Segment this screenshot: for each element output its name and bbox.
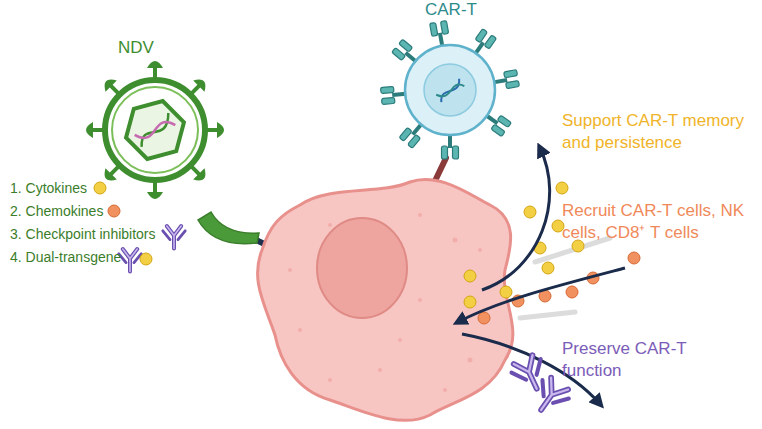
cytokine-dots-part: [542, 262, 554, 274]
motion-streaks-part: [520, 312, 575, 318]
antibody-icon: [119, 249, 141, 271]
car-t-cell: CAR-T: [392, 0, 512, 170]
tumor-speckles-part: [378, 368, 382, 372]
cell-outline-part-part: [405, 45, 495, 135]
cell-outline-part-part: [381, 85, 407, 104]
chemokine-dots-part: [566, 286, 578, 298]
tumor-speckles-part: [418, 213, 422, 217]
tumor-speckles-part: [453, 238, 458, 243]
cell-outline: [392, 0, 512, 170]
tumor-speckles-part: [328, 223, 332, 227]
virus-outline-part-part: [134, 113, 177, 147]
tumor-speckles: [288, 213, 482, 392]
tumor-nucleus: [317, 218, 407, 318]
support-arrow: [482, 148, 550, 290]
cytokine-dots-part: [524, 206, 536, 218]
chemokine-dots-part: [628, 252, 640, 264]
virus-outline-part-part-part: [134, 113, 177, 147]
virus-node: NDV: [80, 38, 230, 203]
cell-outline-part-part-part: [436, 79, 464, 102]
node-heading: NDV: [118, 38, 154, 57]
effect-text: Preserve CAR-T function: [562, 338, 702, 382]
cytokine-dots-part: [556, 182, 568, 194]
cell-outline-part-part: [436, 79, 464, 102]
antibody-icon: [163, 226, 185, 248]
tumor-speckles-part: [298, 328, 302, 332]
cytokine-dots-part: [464, 296, 476, 308]
chemokine-dots: [478, 252, 640, 324]
tumor-speckles-part: [398, 338, 402, 342]
tumor-speckles-part: [328, 378, 332, 382]
virus-outline-part: [86, 61, 224, 199]
effect-text: Recruit CAR-T cells, NK cells, CD8⁺ T ce…: [562, 200, 760, 244]
ndv-binding-arm: [198, 212, 259, 244]
virus-outline-part-part: [112, 87, 198, 173]
virus-outline-part-part: [105, 80, 205, 180]
tumor-speckles-part: [443, 388, 447, 392]
cell-outline-part-part: [424, 64, 476, 116]
chemokine-icon: [108, 205, 120, 217]
cell-outline-part: [381, 21, 520, 159]
tumor-cell: [258, 180, 513, 421]
cell-outline-part-part: [442, 134, 459, 159]
list-item: 4. Dual-transgene: [10, 248, 210, 267]
cytokine-icon: [94, 182, 106, 194]
cell-outline-part-part-part: [436, 79, 464, 102]
tumor-speckles-part: [468, 358, 473, 363]
tumor-speckles-part: [478, 248, 482, 252]
node-heading: CAR-T: [425, 0, 477, 19]
virus-outline-part-part: [119, 97, 190, 163]
list-item: 2. Chemokines: [10, 202, 210, 221]
recruit-arrow: [458, 268, 625, 322]
cytokine-icon: [140, 253, 152, 265]
tumor-speckles-part: [288, 268, 292, 272]
list-item: 3. Checkpoint inhibitors: [10, 225, 210, 244]
virus-outline-part-part-part: [135, 115, 176, 145]
cytokine-dots-part: [500, 286, 512, 298]
cytokine-dots-part: [464, 270, 476, 282]
virus-outline: [80, 38, 230, 203]
tumor-speckles-part: [418, 298, 422, 302]
effect-text: Support CAR-T memory and persistence: [562, 110, 757, 154]
antibody-symbol: [528, 374, 573, 419]
list-item: 1. Cytokines: [10, 179, 210, 198]
chemokine-dots-part: [478, 312, 490, 324]
